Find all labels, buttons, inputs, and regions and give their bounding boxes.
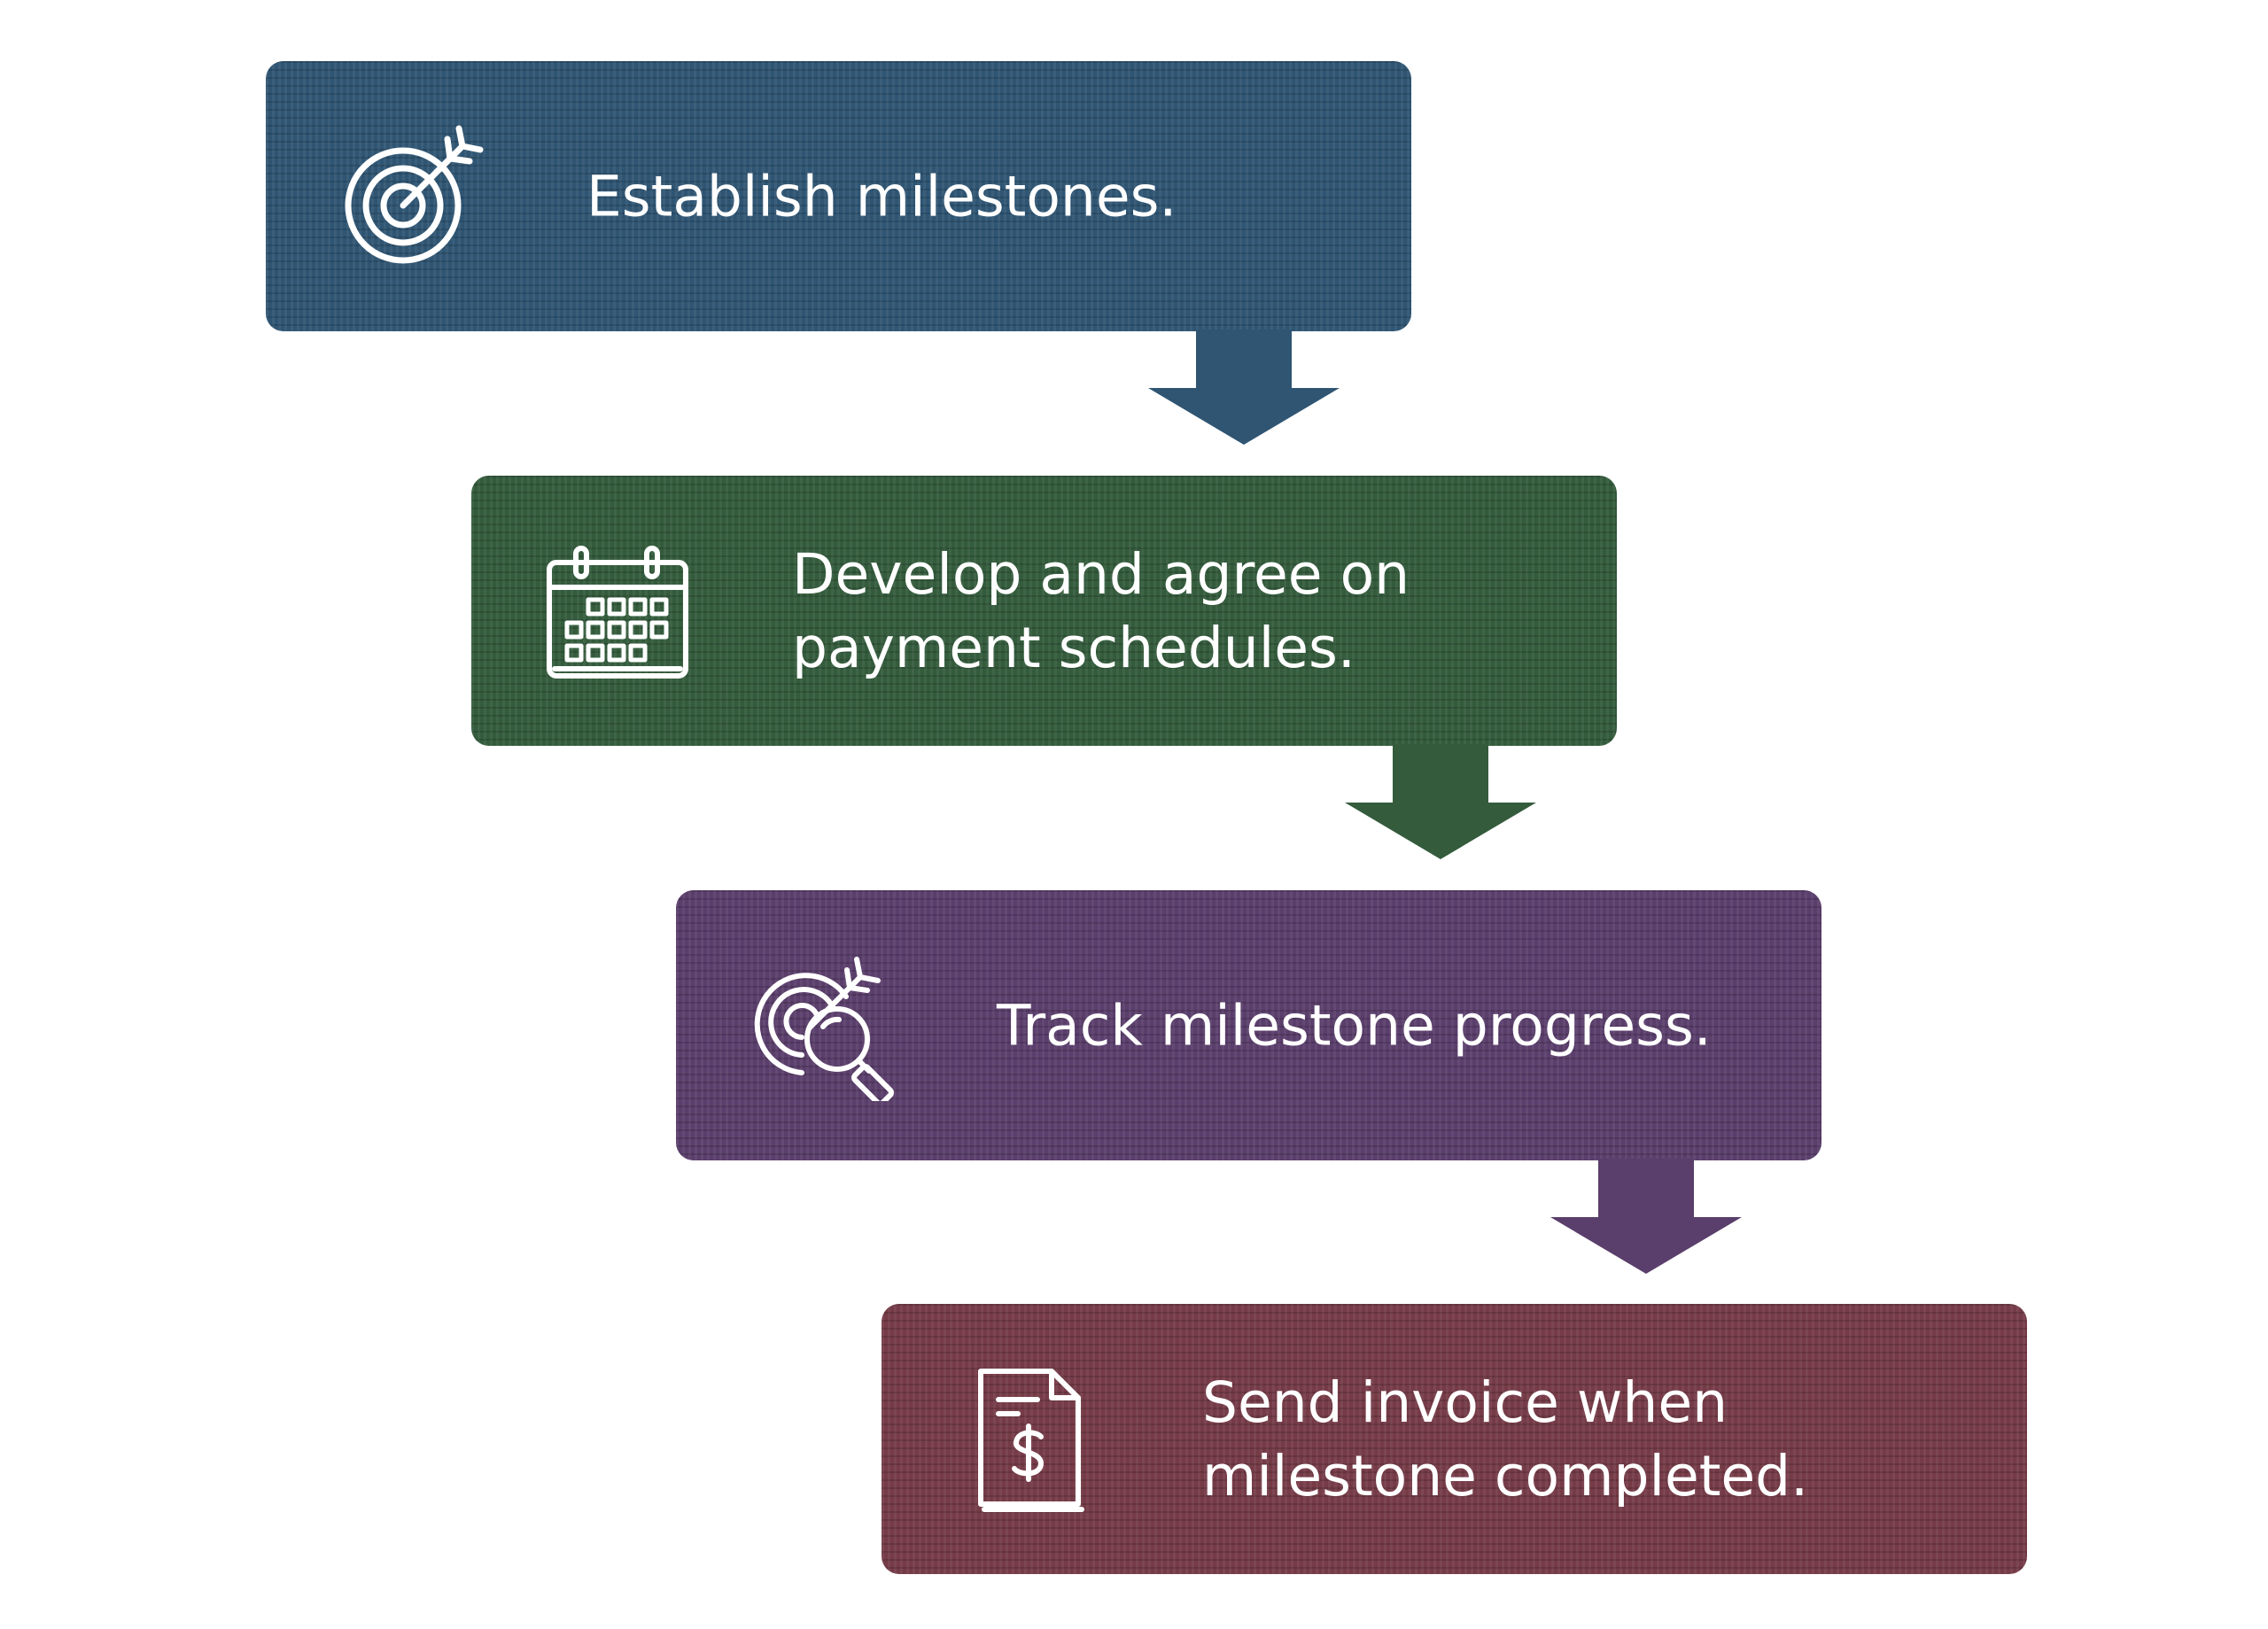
flow-arrow	[1550, 1159, 1742, 1274]
step-label-line: Send invoice when	[1202, 1369, 1728, 1435]
step-track-progress: Track milestone progress.	[676, 890, 1821, 1160]
step-label-line: Track milestone progress.	[997, 993, 1712, 1058]
target-search-icon	[747, 950, 897, 1101]
target-icon	[337, 121, 487, 272]
step-label-line: Establish milestones.	[586, 164, 1177, 229]
step-establish-milestones: Establish milestones.	[266, 61, 1411, 331]
invoice-icon	[952, 1364, 1103, 1515]
flow-arrow	[1345, 744, 1536, 859]
step-send-invoice: Send invoice when milestone completed.	[882, 1304, 2027, 1574]
calendar-icon	[542, 536, 693, 687]
step-label: Develop and agree on payment schedules.	[792, 538, 1410, 685]
step-label: Track milestone progress.	[997, 989, 1712, 1062]
flow-arrow	[1148, 330, 1340, 445]
step-label: Establish milestones.	[586, 159, 1177, 233]
step-label-line: payment schedules.	[792, 615, 1355, 680]
step-label-line: milestone completed.	[1202, 1443, 1809, 1509]
step-label: Send invoice when milestone completed.	[1202, 1366, 1808, 1513]
step-payment-schedules: Develop and agree on payment schedules.	[471, 476, 1617, 746]
step-label-line: Develop and agree on	[792, 541, 1410, 607]
